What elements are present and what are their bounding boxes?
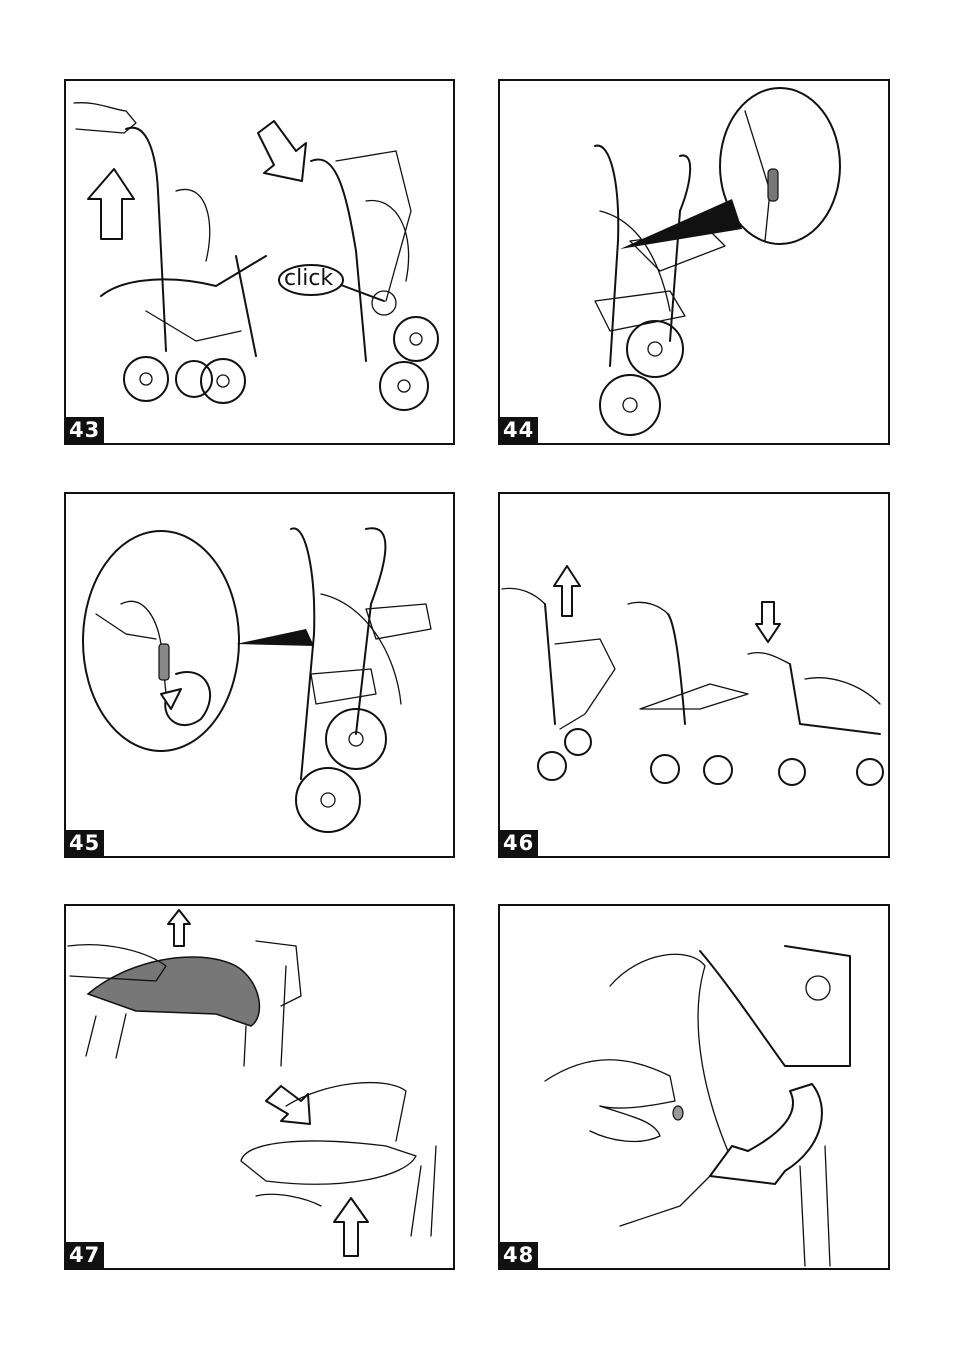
detail-magnifier bbox=[720, 88, 840, 244]
figure-panel-46: 46 bbox=[498, 492, 890, 858]
figure-panel-43: click 43 bbox=[64, 79, 455, 445]
curved-arrow-icon bbox=[710, 1084, 822, 1184]
figure-panel-45: 45 bbox=[64, 492, 455, 858]
figure-number: 44 bbox=[500, 417, 538, 443]
down-arrow-icon bbox=[756, 602, 780, 642]
up-arrow-icon bbox=[168, 910, 190, 946]
stroller-latch-illustration bbox=[500, 81, 890, 445]
click-callout-label: click bbox=[284, 266, 333, 291]
figure-number: 46 bbox=[500, 830, 538, 856]
figure-number: 45 bbox=[66, 830, 104, 856]
seat-cover-fastener-illustration bbox=[500, 906, 890, 1270]
stroller-fold-illustration bbox=[66, 81, 455, 445]
figure-panel-44: 44 bbox=[498, 79, 890, 445]
down-arrow-icon bbox=[258, 121, 306, 181]
up-arrow-icon bbox=[88, 169, 134, 239]
stroller-unfold-sequence-illustration bbox=[500, 494, 890, 858]
stroller-release-illustration bbox=[66, 494, 455, 858]
figure-number: 47 bbox=[66, 1242, 104, 1268]
figure-panel-47: 47 bbox=[64, 904, 455, 1270]
figure-panel-48: 48 bbox=[498, 904, 890, 1270]
figure-number: 48 bbox=[500, 1242, 538, 1268]
up-arrow-icon bbox=[554, 566, 580, 616]
seat-cover-removal-illustration bbox=[66, 906, 455, 1270]
figure-number: 43 bbox=[66, 417, 104, 443]
up-arrow-icon bbox=[334, 1198, 368, 1256]
